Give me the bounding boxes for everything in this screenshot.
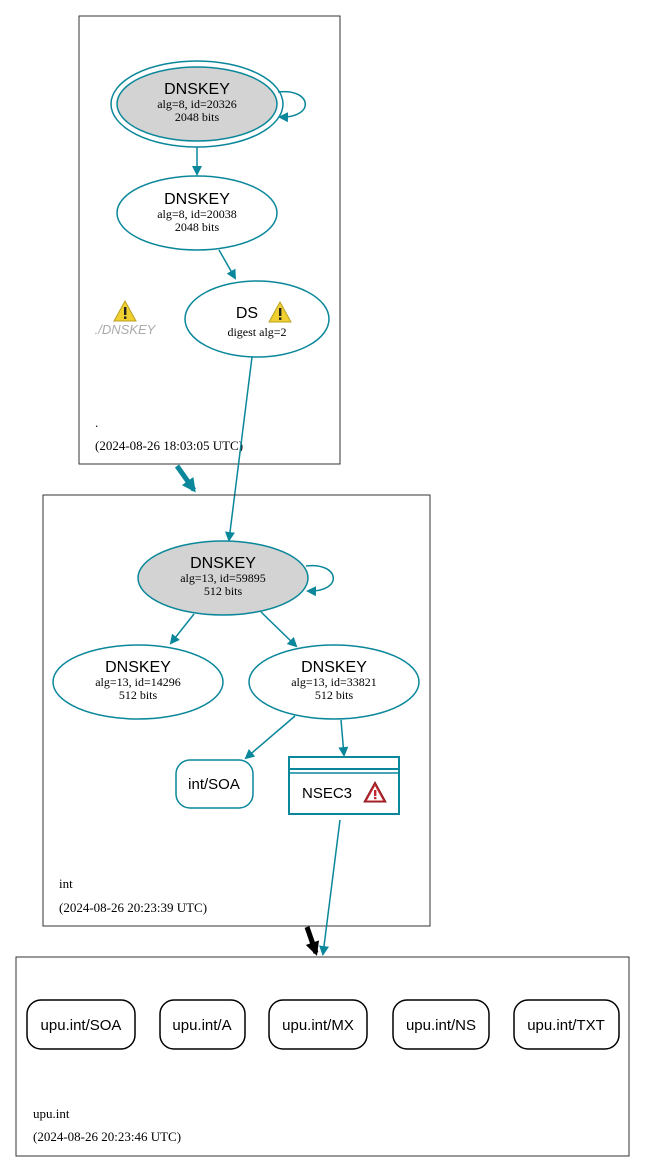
int-to-upu-delegation-edge <box>304 926 320 956</box>
upu-ns-node[interactable]: upu.int/NS <box>392 999 490 1050</box>
int-ksk-bits: 512 bits <box>204 584 243 598</box>
int-ksk-self-signature-edge <box>305 564 334 597</box>
int-soa-label: int/SOA <box>188 776 240 793</box>
root-zone-name: . <box>95 415 98 430</box>
upu-ns-label: upu.int/NS <box>406 1017 476 1034</box>
int-ksk-to-zsk1-edge <box>169 613 195 645</box>
upu-txt-node[interactable]: upu.int/TXT <box>513 999 620 1050</box>
root-zsk-alg: alg=8, id=20038 <box>157 207 237 221</box>
int-zsk2-title: DNSKEY <box>301 659 367 676</box>
root-ksk-node[interactable]: DNSKEY alg=8, id=20326 2048 bits <box>110 60 284 148</box>
root-ksk-title: DNSKEY <box>164 81 230 98</box>
upu-txt-label: upu.int/TXT <box>527 1017 605 1034</box>
int-ksk-alg: alg=13, id=59895 <box>180 571 266 585</box>
upu-soa-label: upu.int/SOA <box>41 1017 122 1034</box>
upu-a-label: upu.int/A <box>172 1017 231 1034</box>
root-ds-digest: digest alg=2 <box>227 325 286 339</box>
root-dnskey-warning[interactable]: ./DNSKEY <box>95 299 157 337</box>
zone-root: DNSKEY alg=8, id=20326 2048 bits DNSKEY … <box>78 15 341 465</box>
upu-soa-node[interactable]: upu.int/SOA <box>26 999 136 1050</box>
upu-zone-name: upu.int <box>33 1106 70 1121</box>
ds-to-int-ksk-edge <box>225 356 253 542</box>
int-zsk2-alg: alg=13, id=33821 <box>291 675 377 689</box>
root-zone-timestamp: (2024-08-26 18:03:05 UTC) <box>95 438 243 453</box>
int-zsk2-to-nsec3-edge <box>338 719 349 757</box>
upu-a-node[interactable]: upu.int/A <box>159 999 246 1050</box>
nsec3-to-upu-edge <box>319 819 341 956</box>
root-zsk-to-ds-edge <box>218 249 236 280</box>
upu-mx-label: upu.int/MX <box>282 1017 354 1034</box>
root-ds-title: DS <box>236 305 258 322</box>
int-nsec3-label: NSEC3 <box>302 785 352 802</box>
root-ksk-alg: alg=8, id=20326 <box>157 97 237 111</box>
int-zsk1-bits: 512 bits <box>119 688 158 702</box>
int-zsk2-bits: 512 bits <box>315 688 354 702</box>
int-zone-timestamp: (2024-08-26 20:23:39 UTC) <box>59 900 207 915</box>
root-zsk-bits: 2048 bits <box>175 220 220 234</box>
warning-icon <box>113 299 137 322</box>
int-zsk-33821-node[interactable]: DNSKEY alg=13, id=33821 512 bits <box>248 644 420 720</box>
root-to-int-delegation-edge <box>174 464 197 493</box>
zone-int-border <box>42 494 431 927</box>
int-ksk-title: DNSKEY <box>190 555 256 572</box>
zone-root-border <box>78 15 341 465</box>
int-soa-node[interactable]: int/SOA <box>175 759 254 809</box>
root-zsk-node[interactable]: DNSKEY alg=8, id=20038 2048 bits <box>116 175 278 251</box>
int-zsk1-alg: alg=13, id=14296 <box>95 675 181 689</box>
zone-int: DNSKEY alg=13, id=59895 512 bits DNSKEY … <box>42 494 431 927</box>
int-ksk-node[interactable]: DNSKEY alg=13, id=59895 512 bits <box>137 540 309 616</box>
zone-upu-int: upu.int/SOA upu.int/A upu.int/MX upu.int… <box>15 956 630 1157</box>
upu-mx-node[interactable]: upu.int/MX <box>268 999 368 1050</box>
int-zsk1-title: DNSKEY <box>105 659 171 676</box>
root-ds-node[interactable]: DS digest alg=2 <box>184 280 330 358</box>
root-ksk-bits: 2048 bits <box>175 110 220 124</box>
root-ksk-self-signature-edge <box>277 90 306 123</box>
int-nsec3-node[interactable]: NSEC3 <box>288 756 400 815</box>
root-warning-label: ./DNSKEY <box>95 322 157 337</box>
int-ksk-to-zsk2-edge <box>260 611 298 648</box>
warning-icon <box>268 300 292 323</box>
root-zsk-title: DNSKEY <box>164 191 230 208</box>
int-zsk2-to-soa-edge <box>244 715 296 760</box>
int-zsk-14296-node[interactable]: DNSKEY alg=13, id=14296 512 bits <box>52 644 224 720</box>
upu-zone-timestamp: (2024-08-26 20:23:46 UTC) <box>33 1129 181 1144</box>
zone-upu-border <box>15 956 630 1157</box>
error-icon <box>363 780 387 803</box>
int-zone-name: int <box>59 876 73 891</box>
